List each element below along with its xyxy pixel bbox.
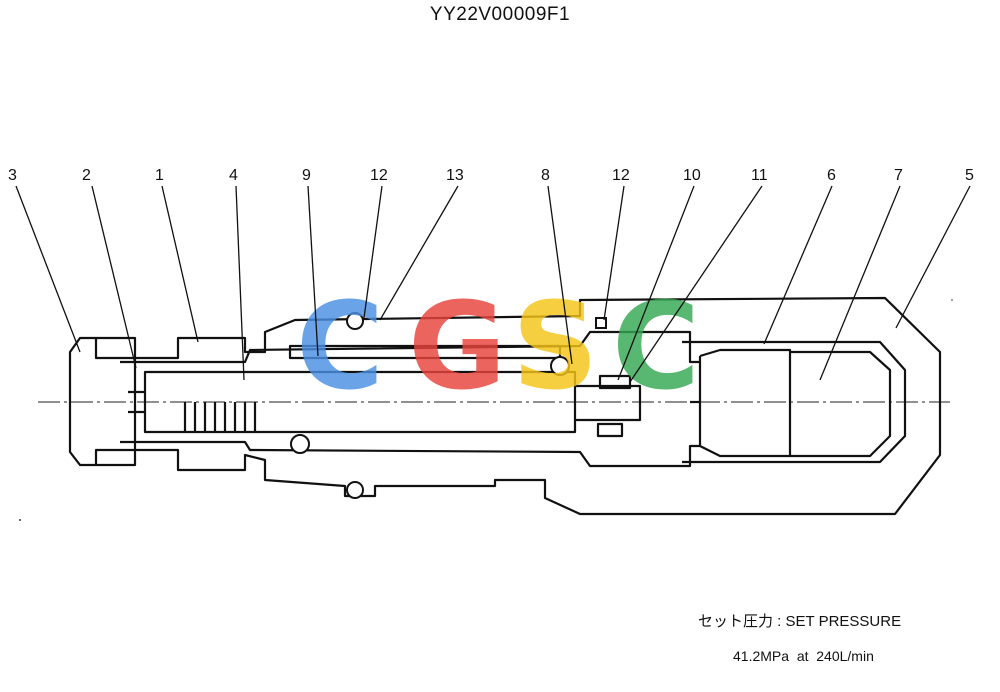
o-rings — [290, 312, 607, 499]
set-pressure-label: セット圧力 : SET PRESSURE — [698, 613, 902, 630]
part-label: 5 — [965, 167, 974, 184]
part-label: 13 — [446, 167, 464, 184]
part-number-labels: 3 2 1 4 9 12 13 8 12 10 11 6 7 5 — [8, 167, 974, 184]
watermark-letter-g: G — [408, 278, 507, 417]
watermark-letter-s: S — [512, 278, 598, 417]
pressure-value: 41.2MPa at 240L/min — [733, 648, 874, 664]
part-label: 12 — [612, 167, 630, 184]
part-label: 6 — [827, 167, 836, 184]
part-label: 4 — [229, 167, 238, 184]
part-label: 10 — [683, 167, 701, 184]
part-label: 7 — [894, 167, 903, 184]
leader-lines — [15, 185, 971, 383]
part-label: 8 — [541, 167, 550, 184]
part-label: 9 — [302, 167, 311, 184]
cgsc-watermark: C G S C — [296, 278, 700, 417]
part-label: 1 — [155, 167, 164, 184]
drawing-title: YY22V00009F1 — [429, 4, 571, 25]
part-label: 3 — [8, 167, 17, 184]
specks — [19, 299, 953, 521]
part-label: 11 — [751, 167, 768, 184]
watermark-letter-c2: C — [612, 278, 700, 417]
watermark-letter-c1: C — [296, 278, 384, 417]
part-label: 2 — [82, 167, 91, 184]
part-label: 12 — [370, 167, 388, 184]
